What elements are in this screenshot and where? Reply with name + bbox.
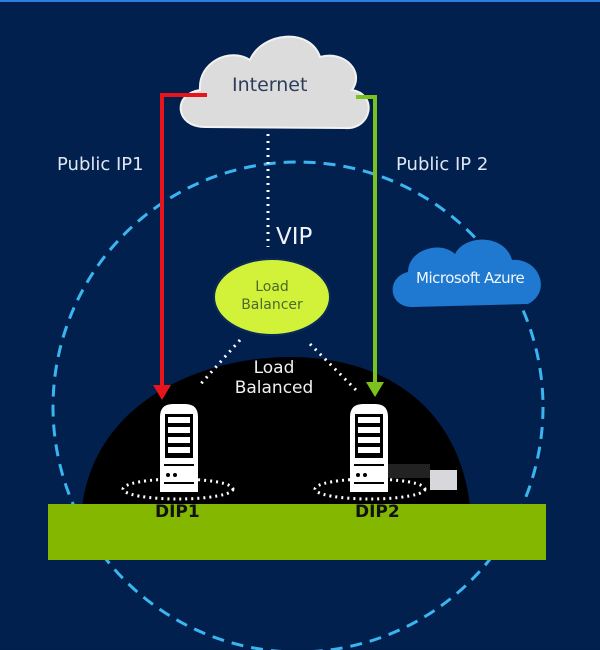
azure-label: Microsoft Azure — [416, 269, 525, 287]
dip2-label: DIP2 — [355, 502, 400, 522]
load-balancer-label: Load Balancer — [214, 278, 330, 314]
public-ip2-arrow — [356, 95, 384, 397]
load-balanced-label-line2: Balanced — [234, 378, 314, 398]
lb-to-dip2-link — [308, 342, 360, 394]
platform-bar — [48, 504, 546, 560]
load-balancer-label-line1: Load — [255, 279, 289, 295]
vip-label: VIP — [276, 224, 313, 250]
load-balancer-label-line2: Balancer — [241, 297, 303, 313]
azure-boundary-circle — [51, 160, 545, 650]
load-balanced-label: Load Balanced — [226, 358, 322, 398]
internet-label: Internet — [232, 74, 308, 96]
port-box — [430, 470, 457, 490]
server-dip2-icon — [313, 404, 457, 501]
public-ip2-label: Public IP 2 — [396, 154, 489, 175]
dip1-label: DIP1 — [155, 502, 200, 522]
public-ip1-label: Public IP1 — [57, 154, 144, 175]
server-dip1-icon — [121, 404, 235, 501]
azure-cloud-icon — [392, 239, 541, 307]
load-balancer-node — [213, 258, 331, 336]
load-balanced-label-line1: Load — [253, 358, 295, 378]
public-ip1-arrow — [153, 93, 207, 400]
